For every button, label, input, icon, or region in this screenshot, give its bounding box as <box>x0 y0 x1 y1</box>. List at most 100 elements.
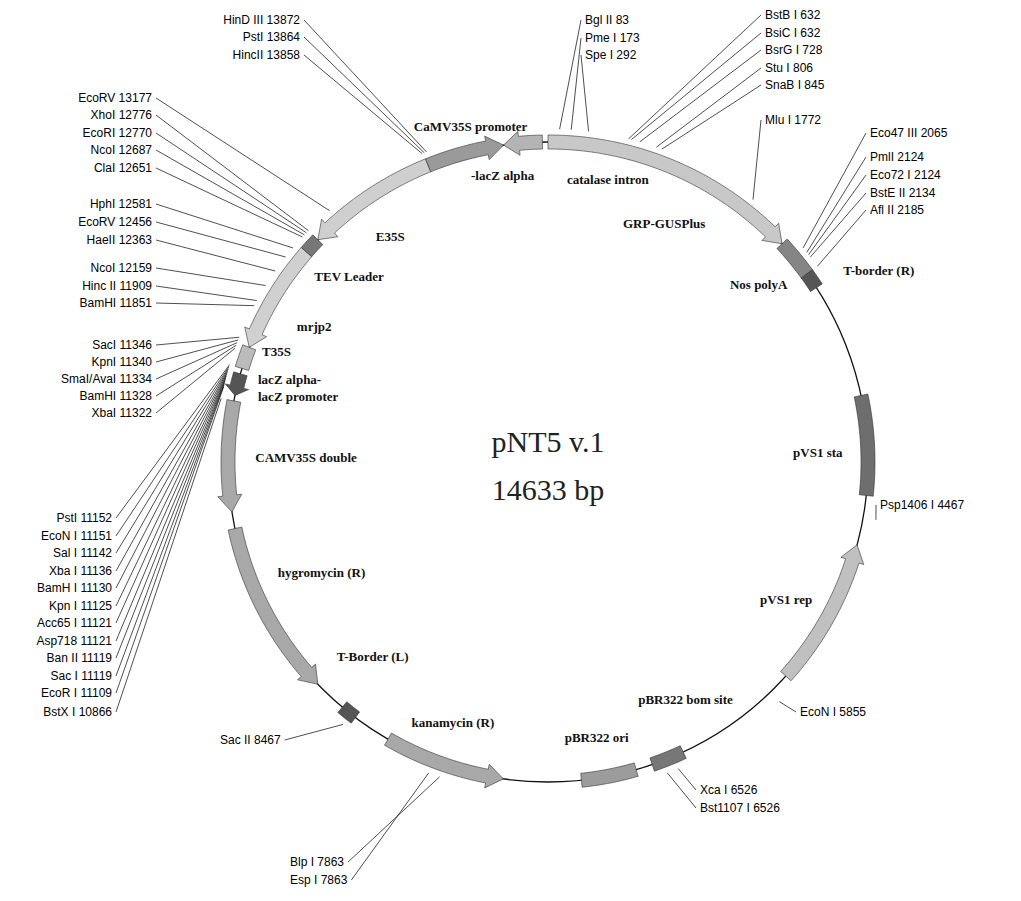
restriction-site-label: Bst1107 I 6526 <box>700 801 780 815</box>
restriction-site-label: Asp718 11121 <box>36 634 112 648</box>
feature-label: pVS1 rep <box>760 592 812 608</box>
feature-arrow <box>801 270 822 292</box>
feature-label: lacZ alpha- <box>258 372 321 388</box>
leader-line <box>807 157 866 252</box>
restriction-site-label: Spe I 292 <box>585 48 636 62</box>
leader-line <box>304 55 422 154</box>
restriction-site-label: ClaI 12651 <box>94 161 152 175</box>
leader-line <box>156 337 239 345</box>
plasmid-name: 14633 bp <box>492 472 605 508</box>
feature-arrow <box>650 746 686 772</box>
feature-label: pBR322 bom site <box>638 692 733 708</box>
restriction-site-label: BsrG I 728 <box>765 43 822 57</box>
leader-line <box>875 505 876 520</box>
leader-line <box>631 33 761 140</box>
leader-line <box>817 210 866 266</box>
leader-line <box>156 133 306 233</box>
feature-label: kanamycin (R) <box>412 715 495 731</box>
feature-label: Nos polyA <box>730 277 787 293</box>
feature-arrow <box>301 235 323 257</box>
leader-line <box>640 50 761 142</box>
restriction-site-label: EcoRI 12770 <box>83 126 152 140</box>
restriction-site-label: SmaI/AvaI 11334 <box>61 372 152 386</box>
feature-arrow <box>503 131 542 155</box>
leader-line <box>116 387 224 693</box>
restriction-site-label: Stu I 806 <box>765 61 813 75</box>
leader-line <box>156 204 293 248</box>
restriction-site-label: Esp I 7863 <box>290 873 347 887</box>
leader-line <box>629 15 761 139</box>
restriction-site-label: Psp1406 I 4467 <box>880 498 964 512</box>
feature-arrow <box>318 159 431 240</box>
restriction-site-label: PmlI 2124 <box>870 150 924 164</box>
restriction-site-label: Acc65 I 11121 <box>37 616 112 630</box>
restriction-site-label: NcoI 12687 <box>91 143 152 157</box>
feature-label: hygromycin (R) <box>278 565 366 581</box>
restriction-site-label: HinD III 13872 <box>223 13 300 27</box>
leader-line <box>803 133 866 248</box>
leader-line <box>156 240 275 271</box>
leader-line <box>304 20 426 152</box>
feature-arrow <box>385 733 504 788</box>
feature-label: catalase intron <box>567 172 649 188</box>
leader-line <box>156 303 254 306</box>
leader-line <box>156 345 236 396</box>
feature-arrow <box>228 527 318 684</box>
restriction-site-label: Pme I 173 <box>585 31 640 45</box>
leader-line <box>581 55 589 131</box>
restriction-site-label: Xca I 6526 <box>700 783 757 797</box>
leader-line <box>156 222 286 257</box>
leader-line <box>571 38 581 130</box>
leader-line <box>156 340 238 362</box>
restriction-site-label: Afl II 2185 <box>870 203 924 217</box>
feature-arrow <box>426 136 504 172</box>
leader-line <box>779 702 796 712</box>
restriction-site-label: Sac II 8467 <box>220 733 281 747</box>
leader-line <box>156 150 304 235</box>
feature-label: T-border (R) <box>843 263 914 279</box>
leader-line <box>348 777 440 862</box>
restriction-site-label: HincII 13858 <box>233 48 300 62</box>
leader-line <box>304 37 424 153</box>
leader-line <box>156 98 330 211</box>
leader-line <box>156 268 266 286</box>
feature-label: T-Border (L) <box>337 649 409 665</box>
restriction-site-label: BamHI 11851 <box>80 296 153 310</box>
leader-line <box>285 724 343 740</box>
leader-line <box>156 286 257 301</box>
leader-line <box>116 385 224 676</box>
feature-arrow <box>581 763 638 787</box>
restriction-site-label: Sal I 11142 <box>53 546 112 560</box>
restriction-site-label: Eco72 I 2124 <box>870 168 941 182</box>
leader-line <box>656 68 761 147</box>
restriction-site-label: Hinc II 11909 <box>82 279 152 293</box>
feature-label: GRP-GUSPlus <box>623 216 705 232</box>
feature-arrow <box>854 394 875 496</box>
restriction-site-label: XhoI 12776 <box>91 108 152 122</box>
leader-line <box>351 773 428 880</box>
feature-arrow <box>548 135 782 244</box>
leader-line <box>560 20 581 129</box>
restriction-site-label: Ban II 11119 <box>47 651 112 665</box>
restriction-site-label: KpnI 11340 <box>92 355 153 369</box>
feature-arrow <box>338 702 360 723</box>
restriction-site-label: BstX I 10866 <box>43 705 112 719</box>
restriction-site-label: BstB I 632 <box>765 8 820 22</box>
restriction-site-label: NcoI 12159 <box>91 261 152 275</box>
feature-arrow <box>218 400 242 512</box>
leader-line <box>116 365 230 518</box>
restriction-site-label: EcoN I 11151 <box>41 529 112 543</box>
leader-line <box>116 374 227 588</box>
restriction-site-label: BamH I 11130 <box>37 581 112 595</box>
restriction-site-label: EcoRV 13177 <box>78 91 152 105</box>
restriction-site-label: HphI 12581 <box>90 197 152 211</box>
feature-label: E35S <box>376 229 405 245</box>
restriction-site-label: PstI 11152 <box>56 511 112 525</box>
leader-line <box>116 383 225 658</box>
restriction-site-label: SacI 11346 <box>92 338 152 352</box>
restriction-site-label: EcoR I 11109 <box>41 686 112 700</box>
leader-line <box>810 193 866 257</box>
feature-arrow <box>777 239 813 278</box>
